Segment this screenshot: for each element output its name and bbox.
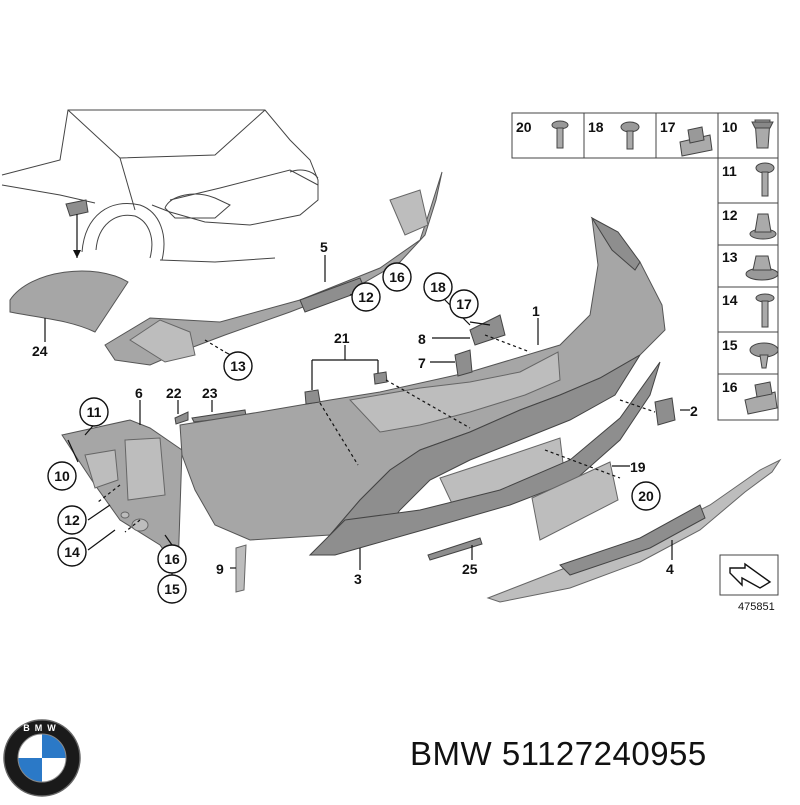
part-3-diffuser: [308, 361, 661, 570]
rivet-icon: [755, 293, 775, 328]
part-2-reflector: [654, 397, 690, 426]
label-9: 9: [216, 561, 224, 577]
part-24-arch-trim: [9, 270, 129, 342]
svg-text:15: 15: [164, 581, 180, 597]
clip-nut-icon: [744, 381, 778, 415]
car-outline: [1, 109, 319, 263]
label-2: 2: [690, 403, 698, 419]
part-9-clip: [230, 544, 247, 593]
expanding-nut-icon: [751, 119, 774, 149]
callout-11: 11: [79, 397, 109, 427]
label-5: 5: [320, 239, 328, 255]
part-21-clips: [97, 334, 656, 533]
plain-labels: 1 2 3 4 5 6 7 8 9 19 21 22 23 24 25: [32, 239, 698, 587]
part-19-plate-bracket: [531, 461, 630, 541]
part-25-strip: [427, 537, 483, 561]
push-clip-icon: [749, 342, 779, 369]
screw-icon: [620, 121, 640, 150]
collar-nut-icon: [749, 213, 777, 240]
legend-num-16: 16: [722, 379, 738, 395]
svg-text:16: 16: [389, 269, 405, 285]
callout-20: 20: [631, 481, 661, 511]
orientation-arrow-box: [719, 554, 779, 596]
legend-top-row: 20 18 17 10: [511, 112, 779, 159]
svg-text:13: 13: [230, 358, 246, 374]
label-21: 21: [334, 330, 350, 346]
label-19: 19: [630, 459, 646, 475]
callout-14: 14: [57, 537, 87, 567]
screw-icon: [551, 120, 569, 149]
callout-16-top: 16: [382, 262, 412, 292]
svg-text:10: 10: [54, 468, 70, 484]
callout-13: 13: [223, 351, 253, 381]
diagram-id: 475851: [738, 601, 775, 613]
callout-18: 18: [423, 272, 453, 302]
svg-text:11: 11: [87, 404, 102, 420]
label-7: 7: [418, 355, 426, 371]
label-25: 25: [462, 561, 478, 577]
svg-text:12: 12: [64, 512, 80, 528]
bmw-logo-letters: BMW: [23, 723, 61, 733]
circled-labels: 11 10 12 14 16 15 16 12 13 18 17 20: [47, 262, 661, 604]
callout-10: 10: [47, 461, 77, 491]
callout-17: 17: [449, 289, 479, 319]
screw-icon: [755, 162, 775, 197]
clip-nut-icon: [679, 126, 713, 157]
label-3: 3: [354, 571, 362, 587]
legend-num-17: 17: [660, 119, 676, 135]
legend-num-14: 14: [722, 292, 738, 308]
svg-text:12: 12: [358, 289, 374, 305]
label-4: 4: [666, 561, 674, 577]
callout-12-left: 12: [57, 505, 87, 535]
part-6-side-bracket: [61, 400, 183, 572]
legend-num-13: 13: [722, 249, 738, 265]
label-6: 6: [135, 385, 143, 401]
callout-16-left: 16: [157, 544, 187, 574]
svg-text:16: 16: [164, 551, 180, 567]
svg-text:20: 20: [638, 488, 654, 504]
label-8: 8: [418, 331, 426, 347]
legend-num-11: 11: [722, 163, 737, 179]
part-number-caption: BMW 51127240955: [410, 735, 707, 772]
legend-num-20: 20: [516, 119, 532, 135]
part-5-carrier: [104, 171, 443, 366]
label-23: 23: [202, 385, 218, 401]
part-4-lower-trim: [486, 458, 782, 603]
legend-num-10: 10: [722, 119, 738, 135]
callout-15: 15: [157, 574, 187, 604]
legend-num-12: 12: [722, 207, 738, 223]
callout-12-top: 12: [351, 282, 381, 312]
legend-right-column: 11 12 13 14 15 16: [717, 157, 779, 421]
bmw-logo: BMW: [3, 719, 81, 797]
flange-nut-icon: [745, 255, 779, 281]
label-1: 1: [532, 303, 540, 319]
label-22: 22: [166, 385, 182, 401]
svg-text:17: 17: [456, 296, 472, 312]
parts-7-8-brackets: [430, 299, 506, 377]
svg-text:18: 18: [430, 279, 446, 295]
label-24: 24: [32, 343, 48, 359]
svg-text:14: 14: [64, 544, 80, 560]
legend-num-18: 18: [588, 119, 604, 135]
legend-num-15: 15: [722, 337, 738, 353]
